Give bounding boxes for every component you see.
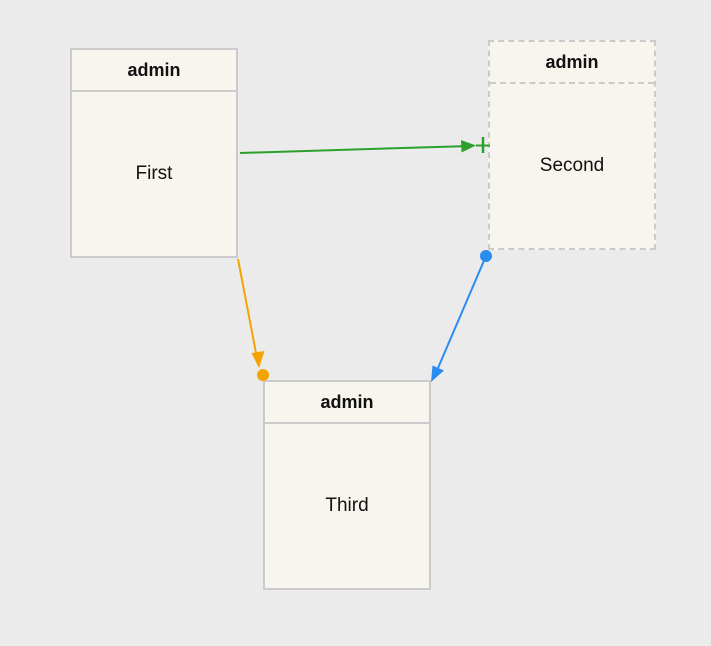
node-label: Second [539,155,605,176]
node-header: admin [490,42,654,84]
node-header: admin [265,382,429,424]
edge-line[interactable] [239,145,463,154]
arrowhead-icon [251,351,265,368]
edge-first-to-third[interactable] [237,258,269,381]
edge-first-to-second[interactable] [239,137,490,154]
arrowhead-icon [461,140,476,153]
node-header: admin [72,50,236,92]
node-third[interactable]: admin Third [263,380,431,590]
arrowhead-icon [431,365,444,382]
node-label: First [135,163,173,184]
node-second[interactable]: admin Second [488,40,656,250]
node-first[interactable]: admin First [70,48,238,258]
edge-line[interactable] [437,255,487,369]
edge-second-to-third[interactable] [431,250,492,382]
dot-marker-icon [257,369,269,381]
edge-line[interactable] [237,258,257,354]
node-label: Third [325,495,369,516]
